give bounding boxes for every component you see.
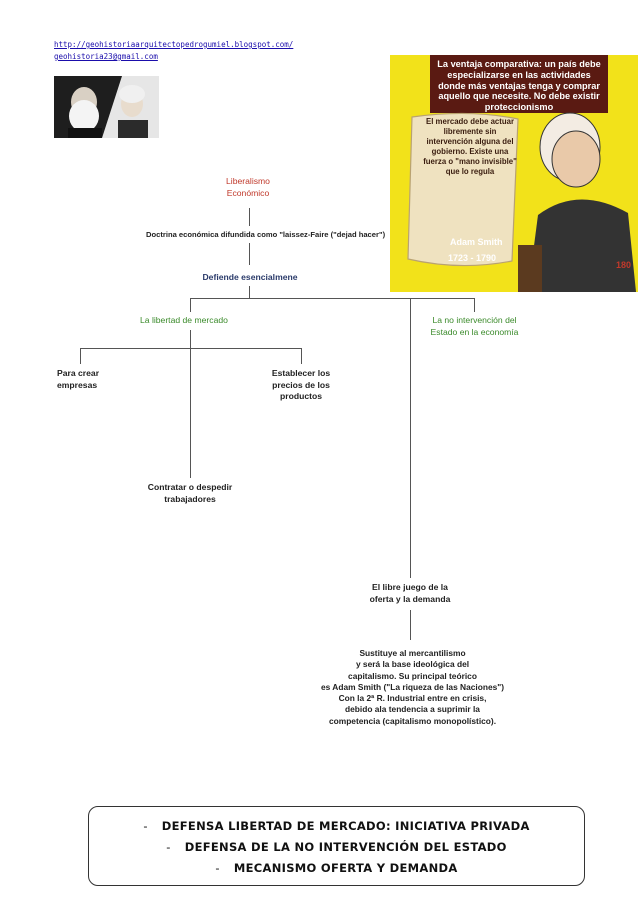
replaces-line: es Adam Smith ("La riqueza de las Nacion…	[290, 682, 535, 693]
summary-dash: -	[166, 840, 170, 854]
connector-doctrine-defends	[249, 243, 250, 265]
connector-right-branch	[474, 298, 475, 312]
connector-market-leaves	[190, 330, 191, 348]
summary-box: - DEFENSA LIBERTAD DE MERCADO: INICIATIVA…	[88, 806, 585, 886]
connector-left-branch	[190, 298, 191, 312]
summary-line-market: - DEFENSA LIBERTAD DE MERCADO: INICIATIVA…	[89, 819, 584, 833]
replaces-line: capitalismo. Su principal teórico	[290, 671, 535, 682]
doctrine-text: Doctrina económica difundida como "laiss…	[146, 229, 385, 240]
leaf-create-line2: empresas	[57, 380, 99, 392]
map-title-line2: Económico	[198, 188, 298, 200]
map-title: Liberalismo Económico	[198, 176, 298, 199]
connector-set-prices	[301, 348, 302, 364]
replaces-mercantilism-text: Sustituye al mercantilismo y será la bas…	[290, 648, 535, 727]
leaf-prices-line2: precios de los	[256, 380, 346, 392]
summary-line1: DEFENSA LIBERTAD DE MERCADO: INICIATIVA …	[162, 819, 530, 833]
connector-free-play	[410, 298, 411, 578]
leaf-set-prices: Establecer los precios de los productos	[256, 368, 346, 403]
map-title-line1: Liberalismo	[198, 176, 298, 188]
leaf-create-line1: Para crear	[57, 368, 99, 380]
leaf-hire-fire: Contratar o despedir trabajadores	[130, 482, 250, 505]
defends-text: Defiende esencialmene	[190, 272, 310, 284]
poster-name: Adam Smith	[450, 237, 503, 247]
adam-smith-poster: La ventaja comparativa: un país debe esp…	[390, 55, 638, 292]
summary-line-supply: - MECANISMO OFERTA Y DEMANDA	[89, 861, 584, 875]
branch-right-line1: La no intervención del	[412, 315, 537, 327]
branch-connector	[190, 298, 475, 299]
connector-title-doctrine	[249, 208, 250, 226]
poster-scroll-text: El mercado debe actuar libremente sin in…	[420, 117, 520, 177]
leaf-hire-line1: Contratar o despedir	[130, 482, 250, 494]
summary-line3: MECANISMO OFERTA Y DEMANDA	[234, 861, 458, 875]
poster-corner-text: 180	[616, 260, 631, 270]
free-play-text: El libre juego de la oferta y la demanda	[350, 582, 470, 605]
poster-years: 1723 - 1790	[448, 253, 496, 263]
branch-non-intervention: La no intervención del Estado en la econ…	[412, 315, 537, 338]
summary-dash: -	[215, 861, 219, 875]
replaces-line: competencia (capitalismo monopolístico).	[290, 716, 535, 727]
email-link[interactable]: geohistoria23@gmail.com	[54, 52, 158, 61]
portraits-illustration	[54, 76, 159, 138]
branch-right-line2: Estado en la economía	[412, 327, 537, 339]
replaces-line: y será la base ideológica del	[290, 659, 535, 670]
replaces-line: debido ala tendencia a suprimir la	[290, 704, 535, 715]
leaf-prices-line3: productos	[256, 391, 346, 403]
leaf-hire-line2: trabajadores	[130, 494, 250, 506]
summary-dash: -	[143, 819, 147, 833]
connector-create-companies	[80, 348, 81, 364]
replaces-line: Con la 2ª R. Industrial entre en crisis,	[290, 693, 535, 704]
branch-market-freedom: La libertad de mercado	[140, 315, 228, 327]
blog-link[interactable]: http://geohistoriaarquitectopedrogumiel.…	[54, 40, 293, 49]
summary-line2: DEFENSA DE LA NO INTERVENCIÓN DEL ESTADO	[185, 840, 507, 854]
connector-hire-fire	[190, 348, 191, 478]
connector-replaces	[410, 610, 411, 640]
connector-defends-branches	[249, 286, 250, 298]
portraits-photo	[54, 76, 159, 138]
leaf-create-companies: Para crear empresas	[57, 368, 99, 391]
summary-line-state: - DEFENSA DE LA NO INTERVENCIÓN DEL ESTAD…	[89, 840, 584, 854]
leaf-prices-line1: Establecer los	[256, 368, 346, 380]
replaces-line: Sustituye al mercantilismo	[290, 648, 535, 659]
free-play-line2: oferta y la demanda	[350, 594, 470, 606]
free-play-line1: El libre juego de la	[350, 582, 470, 594]
